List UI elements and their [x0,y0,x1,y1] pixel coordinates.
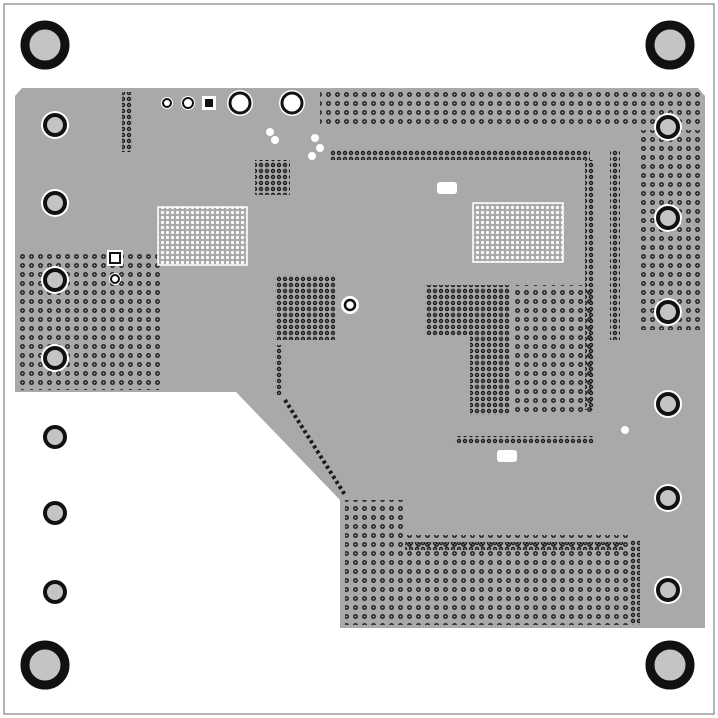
top-pads [107,90,629,462]
thermal-via-array-right [472,202,564,263]
diagonal-via-row [283,398,347,497]
via-fields [18,90,700,625]
left-connector-pads [41,111,69,604]
right-connector-pads [654,113,682,604]
thermal-via-array-left [157,206,248,266]
mounting-holes [20,20,695,690]
